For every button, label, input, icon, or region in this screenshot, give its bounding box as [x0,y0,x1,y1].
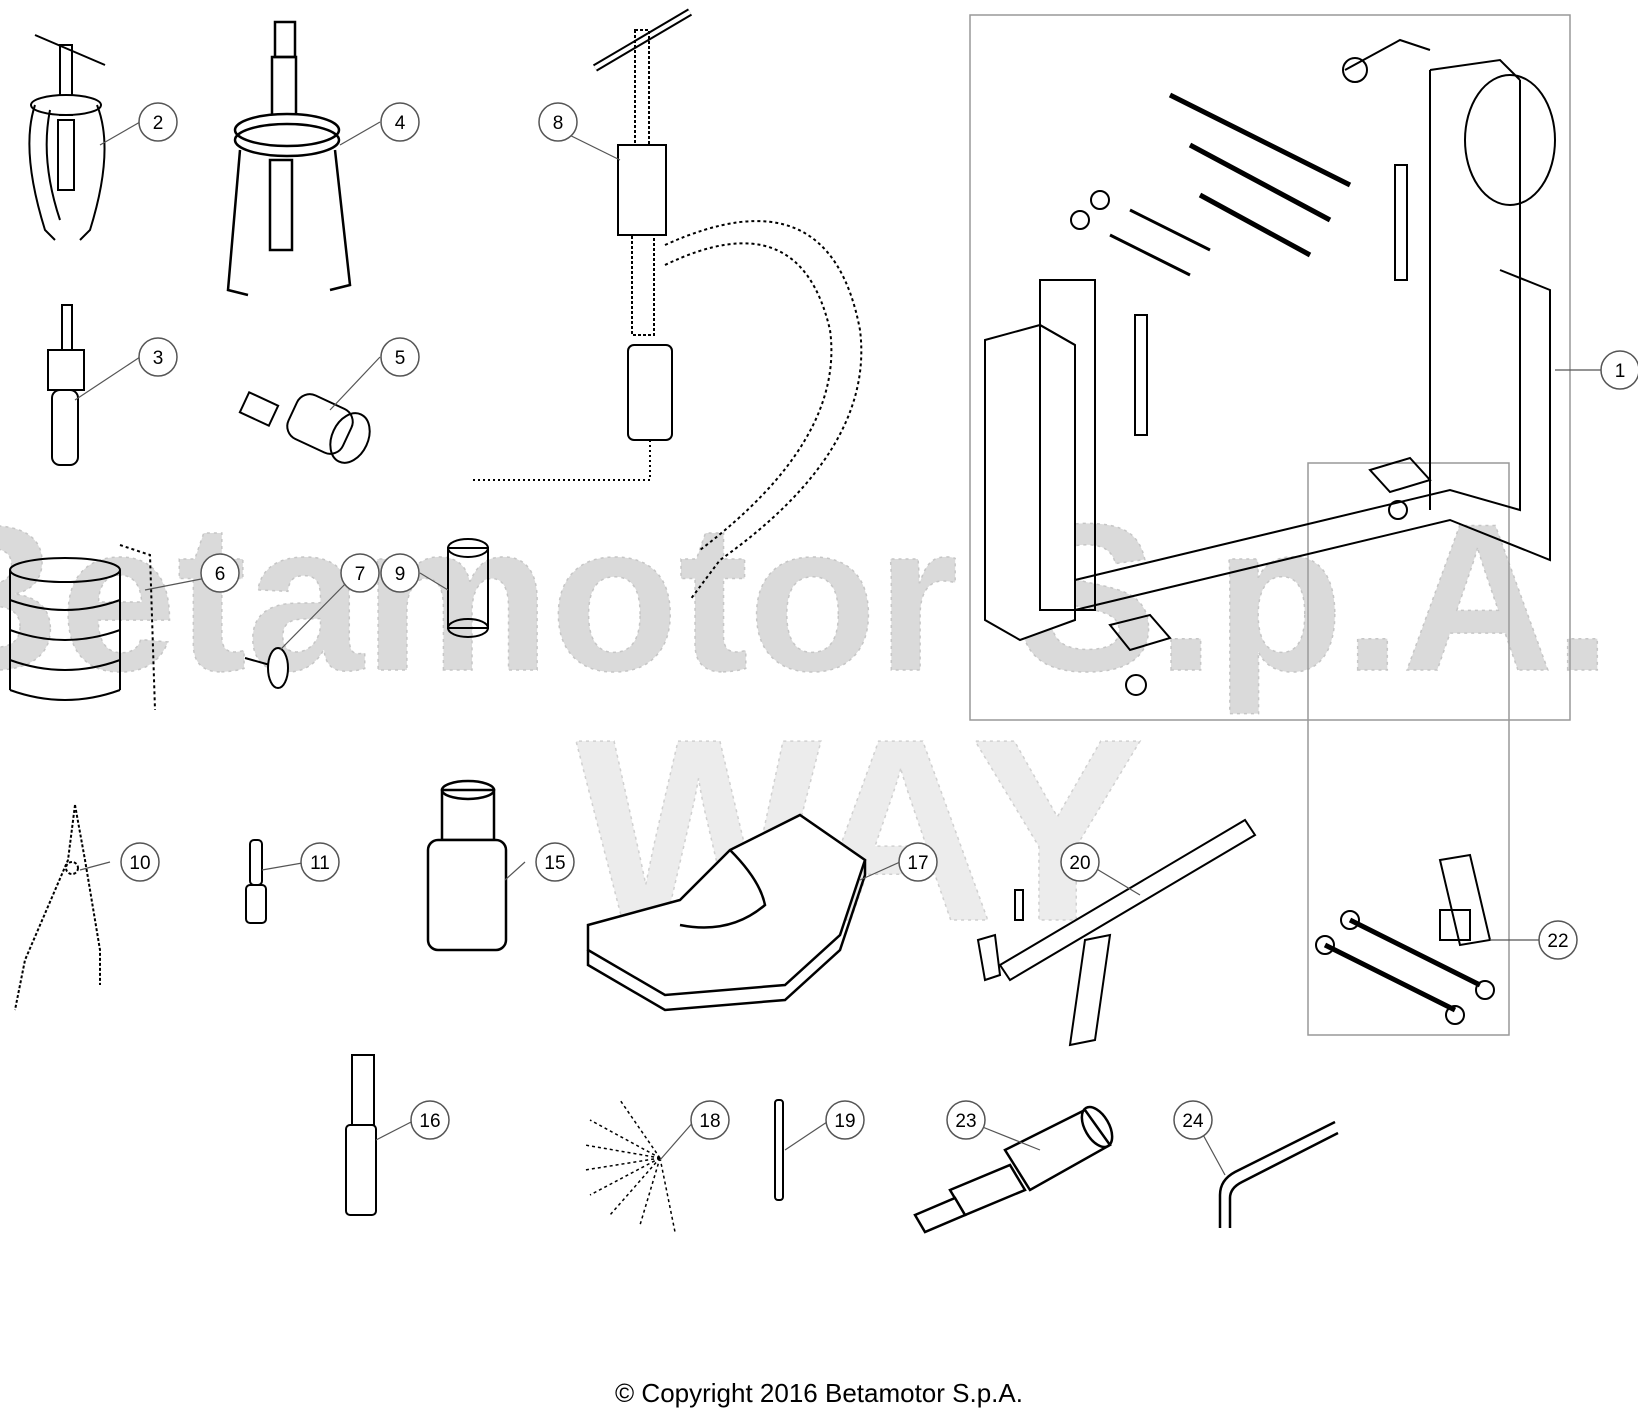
tool-pliers-10 [14,804,101,1011]
tool-plate-17 [586,813,867,1012]
svg-text:4: 4 [395,113,406,134]
svg-text:9: 9 [395,564,406,585]
svg-text:8: 8 [553,113,564,134]
svg-text:19: 19 [834,1111,855,1132]
tool-socket-5 [238,390,371,464]
callout-17: 17 [898,842,938,882]
tool-pin-11 [245,839,267,924]
copyright-notice: © Copyright 2016 Betamotor S.p.A. [615,1378,1023,1408]
callout-23: 23 [946,1100,986,1140]
svg-text:22: 22 [1547,931,1568,952]
callout-2: 2 [138,102,178,142]
tool-valve-compressor-8 [470,8,863,601]
callout-24: 24 [1173,1100,1213,1140]
callout-11: 11 [300,842,340,882]
callout-19: 19 [825,1100,865,1140]
tool-7 [244,647,289,689]
tool-drift-23 [913,1105,1114,1234]
svg-text:18: 18 [699,1111,720,1132]
engine-stand-frame-box [969,14,1571,721]
tool-ring-compressor-6 [9,544,156,711]
callout-5: 5 [380,337,420,377]
svg-text:17: 17 [907,853,928,874]
callout-18: 18 [690,1100,730,1140]
tool-socket-15 [426,779,508,952]
callout-15: 15 [535,842,575,882]
svg-text:23: 23 [955,1111,976,1132]
svg-text:1: 1 [1615,361,1626,382]
svg-text:10: 10 [129,853,150,874]
tool-puller-4 [226,20,352,297]
callout-4: 4 [380,102,420,142]
callout-7: 7 [340,553,380,593]
callout-8: 8 [538,102,578,142]
callout-22: 22 [1538,920,1578,960]
callout-6: 6 [200,553,240,593]
svg-text:3: 3 [153,348,164,369]
svg-text:11: 11 [310,853,330,874]
svg-text:20: 20 [1069,853,1090,874]
kit-22-frame-box [1307,462,1510,1036]
tool-feeler-gauge-18 [584,1099,676,1233]
watermark-line1: Betamotor S.p.A. [0,480,1612,715]
callout-16: 16 [410,1100,450,1140]
callout-1: 1 [1600,350,1638,390]
tool-puller-2 [28,34,106,241]
tool-3 [47,304,85,466]
tool-wrench-20 [976,818,1257,1047]
watermark: Betamotor S.p.A. WAY [0,479,1612,977]
tool-engine-stand-1 [984,38,1556,696]
tool-hex-key-24 [1218,1120,1339,1228]
svg-text:2: 2 [153,113,164,134]
svg-text:7: 7 [355,564,366,585]
svg-text:16: 16 [419,1111,440,1132]
tool-9 [447,538,489,638]
tool-16 [345,1054,377,1216]
tool-kit-22 [1315,853,1495,1025]
callout-3: 3 [138,337,178,377]
callout-10: 10 [120,842,160,882]
callout-9: 9 [380,553,420,593]
callout-20: 20 [1060,842,1100,882]
svg-text:24: 24 [1182,1111,1204,1132]
svg-text:15: 15 [544,853,565,874]
svg-text:6: 6 [215,564,226,585]
tool-pin-19 [774,1099,784,1201]
svg-text:5: 5 [395,348,406,369]
